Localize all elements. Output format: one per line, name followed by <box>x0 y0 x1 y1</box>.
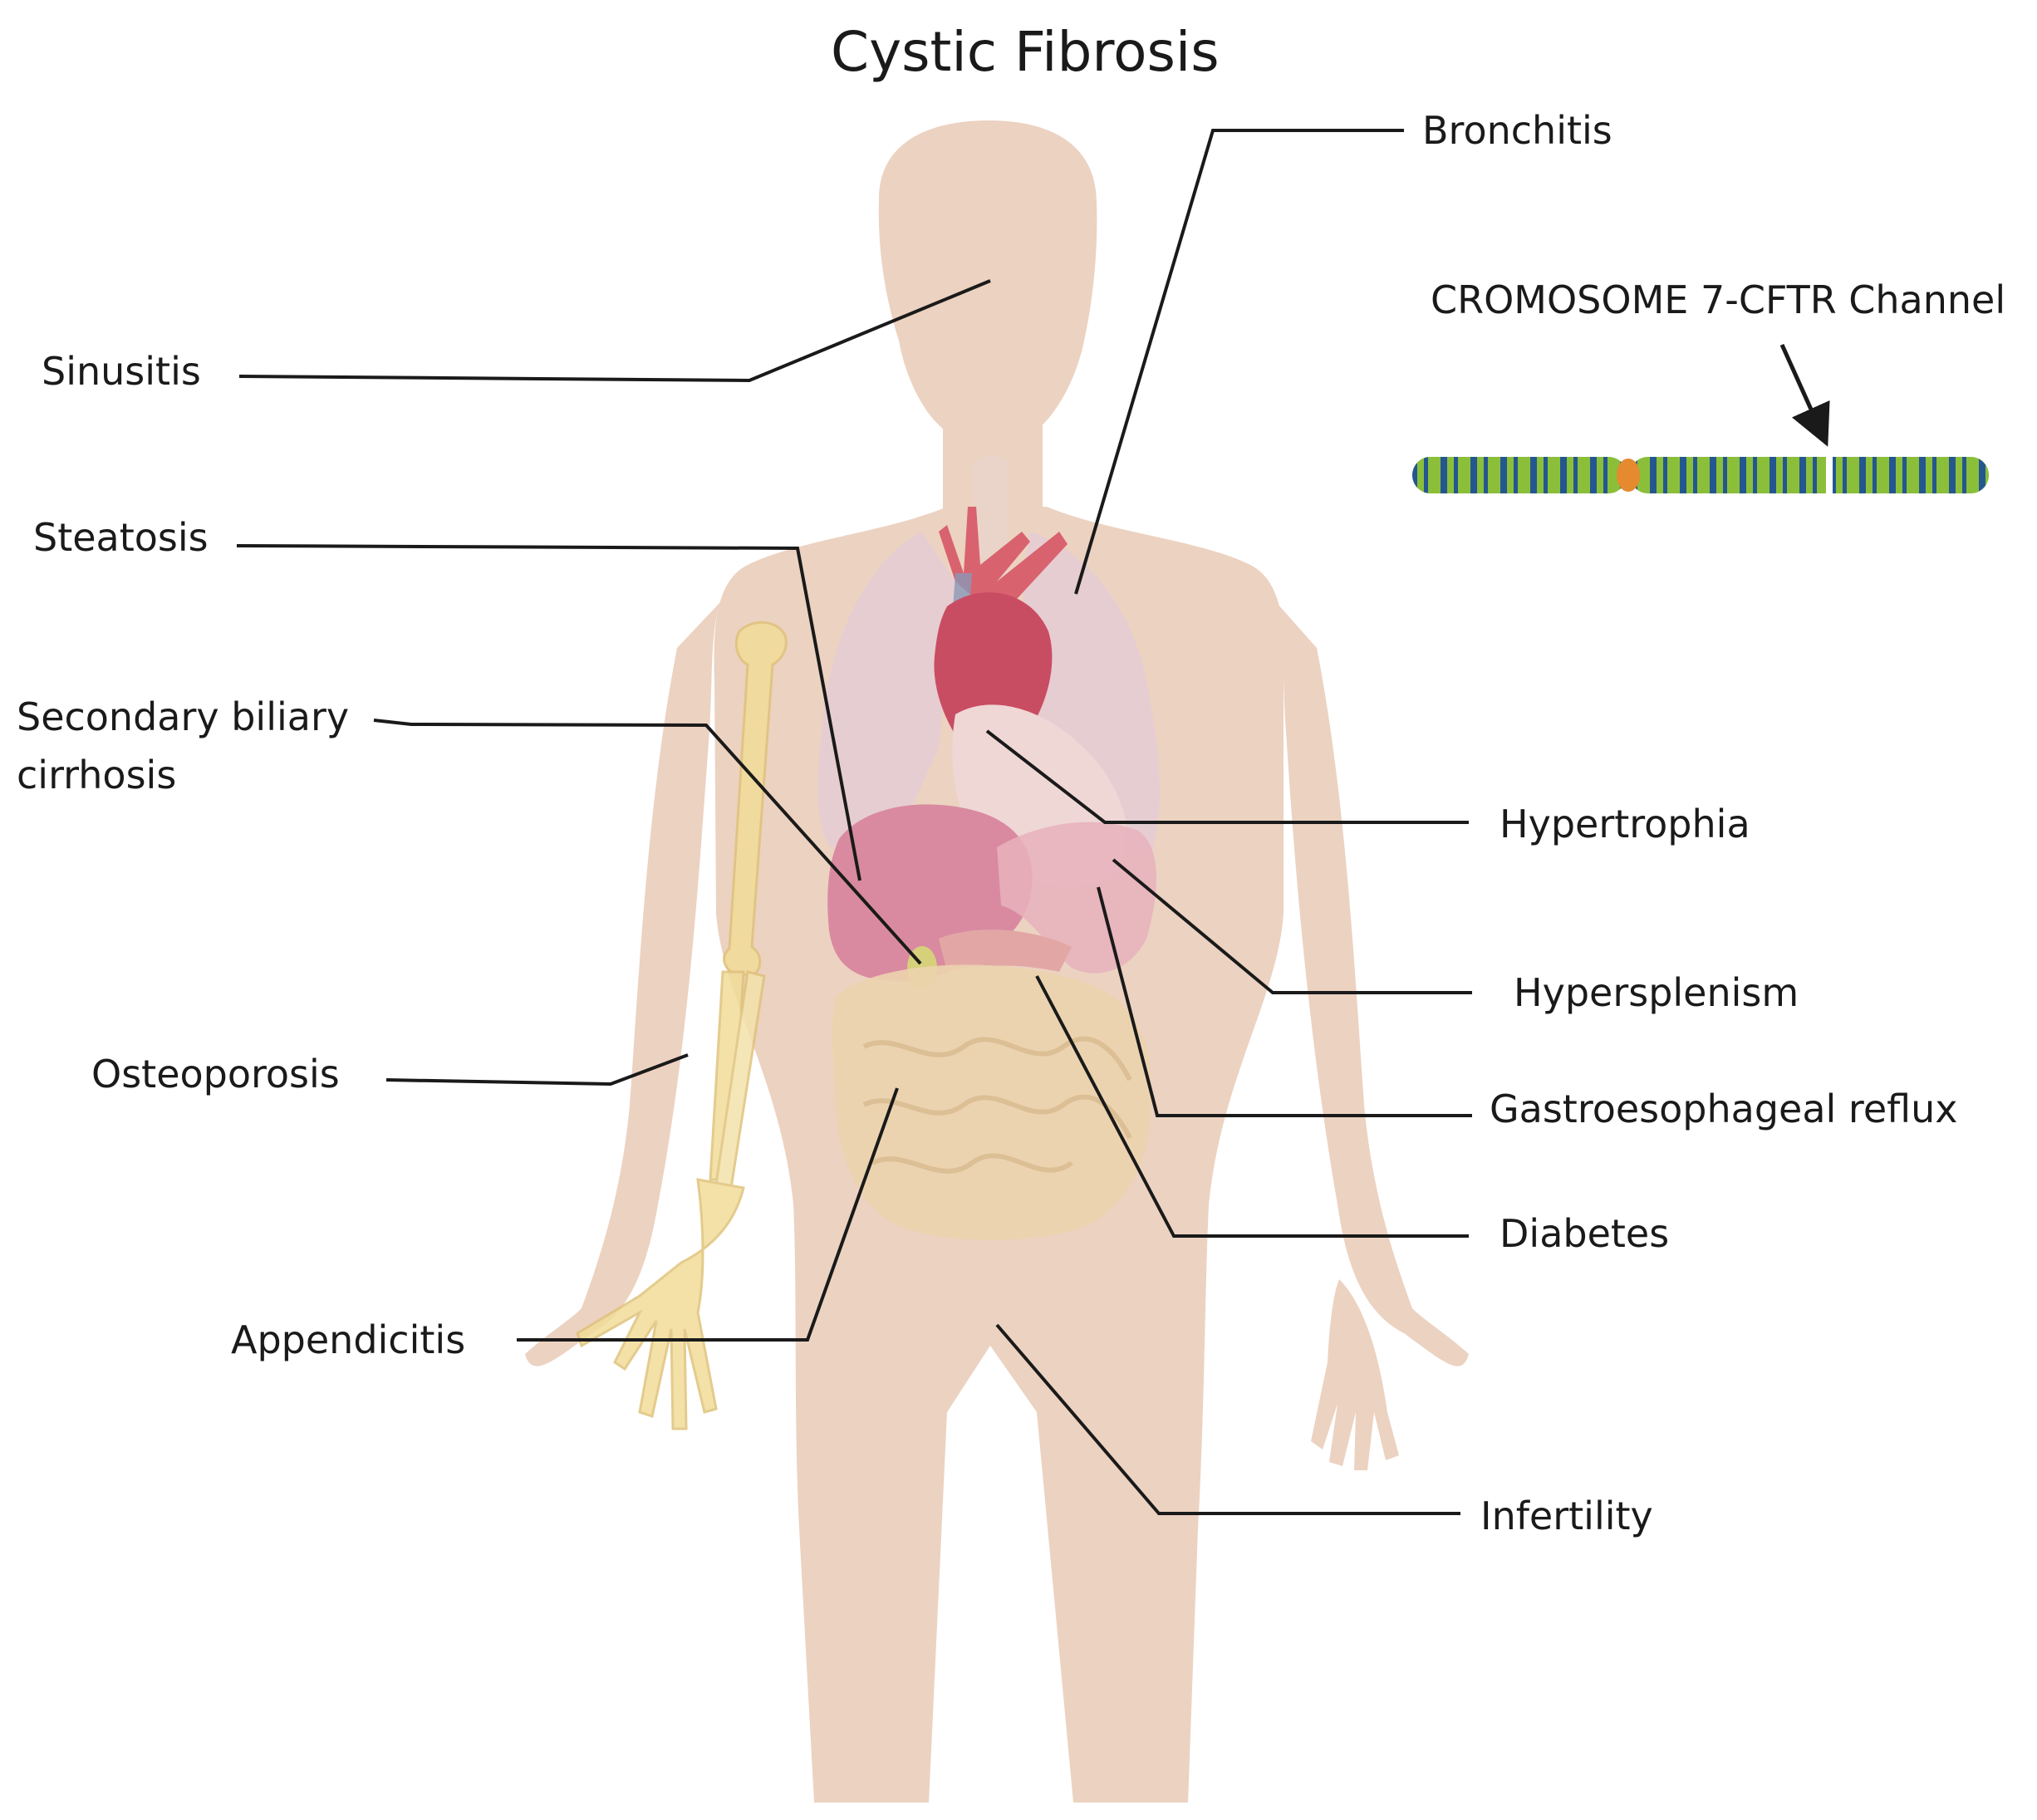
label-appendicitis: Appendicitis <box>231 1317 466 1362</box>
cftr-gene-marker <box>1826 452 1833 498</box>
chromosome-label: CROMOSOME 7-CFTR Channel <box>1431 277 2006 322</box>
leader-line-diabetes <box>1035 975 1469 1238</box>
leader-line-hypertrophia <box>985 729 1469 824</box>
label-diabetes: Diabetes <box>1500 1211 1670 1256</box>
organs <box>817 455 1160 1241</box>
label-sinusitis: Sinusitis <box>42 349 201 394</box>
leader-line-bronchitis <box>1074 129 1404 595</box>
leader-line-secondary-biliary-cirrhosis <box>373 719 922 965</box>
leader-line-gastroesophageal-reflux <box>1097 886 1472 1117</box>
label-bronchitis: Bronchitis <box>1422 108 1612 153</box>
leader-line-sinusitis <box>238 279 991 383</box>
label-steatosis: Steatosis <box>33 515 209 560</box>
leader-line-hypersplenism <box>1112 858 1472 994</box>
cftr-arrow <box>1779 343 1830 447</box>
label-gastroesophageal-reflux: Gastroesophageal reflux <box>1490 1087 1958 1131</box>
leader-line-infertility <box>995 1323 1460 1515</box>
label-hypersplenism: Hypersplenism <box>1514 970 1799 1015</box>
stomach <box>997 822 1156 974</box>
label-infertility: Infertility <box>1480 1494 1653 1538</box>
label-hypertrophia: Hypertrophia <box>1500 802 1750 846</box>
label-osteoporosis: Osteoporosis <box>91 1052 340 1096</box>
diagram-title: Cystic Fibrosis <box>831 20 1220 84</box>
label-secondary-biliary-cirrhosis: Secondary biliary cirrhosis <box>17 694 350 797</box>
leader-lines <box>236 129 1472 1515</box>
chromosome-7 <box>1412 343 1989 498</box>
left-lung <box>817 532 955 847</box>
leader-line-osteoporosis <box>385 1053 689 1087</box>
arm-bones <box>576 621 788 1430</box>
leader-line-appendicitis <box>517 1087 899 1342</box>
chromosome-centromere <box>1617 459 1640 492</box>
intestines <box>832 964 1151 1241</box>
leader-line-steatosis <box>236 544 861 881</box>
